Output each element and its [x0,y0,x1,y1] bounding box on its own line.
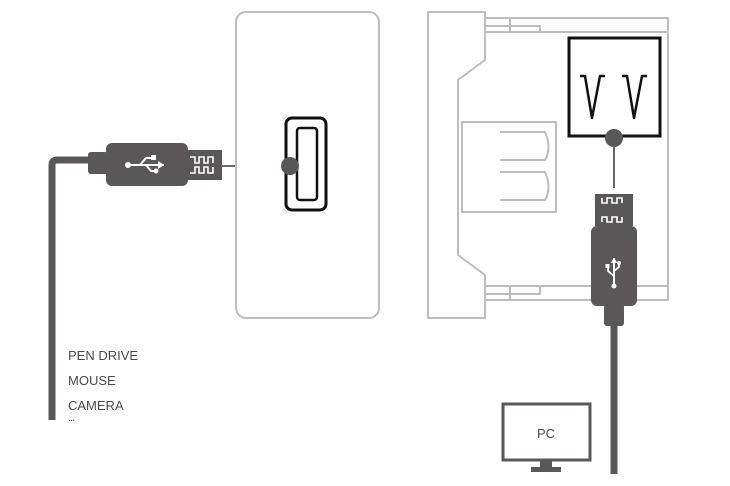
usb-symbol-vertical-icon [605,258,621,289]
micro-usb-plug-icon [591,194,637,326]
device-item-camera: CAMERA [68,398,124,413]
device-item-mouse: MOUSE [68,373,116,388]
connection-dot-side [605,129,623,147]
usb-symbol-icon [125,155,164,174]
device-list-ellipsis: ... [68,412,75,424]
usb-a-socket-side-icon [567,36,662,138]
connection-dot-front [281,157,299,175]
device-cable [48,156,92,420]
monitor-icon [501,402,592,472]
pc-label: PC [537,426,555,441]
wall-plate-side [427,11,669,319]
usb-a-plug [88,143,222,186]
device-item-pen-drive: PEN DRIVE [68,348,138,363]
